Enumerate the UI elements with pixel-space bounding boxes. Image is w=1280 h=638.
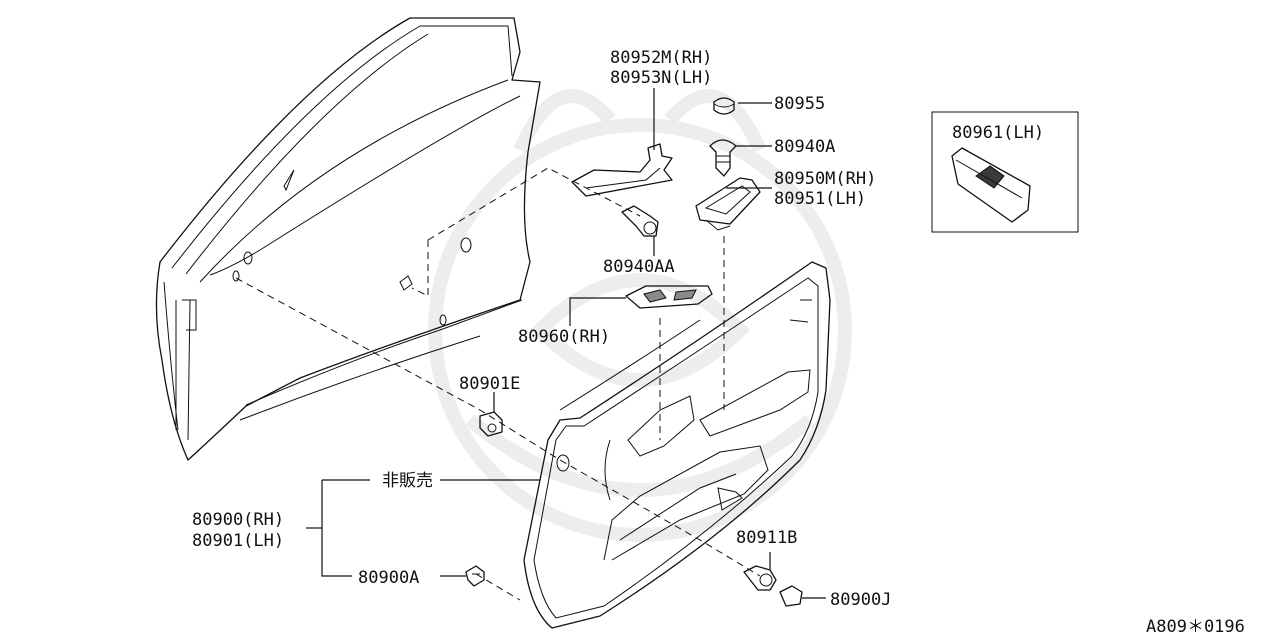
label-80951: 80951(LH) bbox=[774, 189, 866, 209]
label-80901lh: 80901(LH) bbox=[192, 531, 284, 551]
label-80952m: 80952M(RH) bbox=[610, 48, 712, 68]
label-80953n: 80953N(LH) bbox=[610, 68, 712, 88]
label-80940aa: 80940AA bbox=[603, 257, 675, 277]
part-labels: 80952M(RH) 80953N(LH) 80955 80940A 80950… bbox=[192, 48, 1245, 637]
label-80900a: 80900A bbox=[358, 568, 419, 588]
label-80900rh: 80900(RH) bbox=[192, 510, 284, 530]
part-80961-inset bbox=[931, 111, 1079, 233]
part-80900a-clip bbox=[465, 565, 485, 587]
watermark-emblem bbox=[428, 89, 852, 542]
label-80911b: 80911B bbox=[736, 528, 797, 548]
part-80900j-plug bbox=[779, 585, 803, 607]
assembly-dash-lines bbox=[235, 167, 761, 601]
part-80952m-bracket bbox=[571, 143, 673, 197]
part-80911b-clip bbox=[743, 565, 777, 591]
label-80961: 80961(LH) bbox=[952, 123, 1044, 143]
door-trim-panel bbox=[523, 261, 831, 629]
label-80901e: 80901E bbox=[459, 374, 520, 394]
leader-lines bbox=[306, 88, 826, 599]
label-80950m: 80950M(RH) bbox=[774, 169, 876, 189]
part-80955-cap bbox=[713, 97, 735, 115]
label-80900j: 80900J bbox=[830, 590, 891, 610]
label-80960: 80960(RH) bbox=[518, 327, 610, 347]
part-80940aa-clip bbox=[621, 205, 659, 237]
label-not-for-sale: 非販売 bbox=[382, 471, 433, 491]
part-80960-switch-panel bbox=[625, 285, 713, 309]
label-80940a: 80940A bbox=[774, 137, 835, 157]
part-80950m-bezel bbox=[695, 177, 761, 231]
label-80955: 80955 bbox=[774, 94, 825, 114]
part-80940a-clip bbox=[709, 139, 737, 177]
diagram-code: A809＊0196 bbox=[1146, 617, 1245, 637]
door-frame bbox=[155, 17, 541, 461]
